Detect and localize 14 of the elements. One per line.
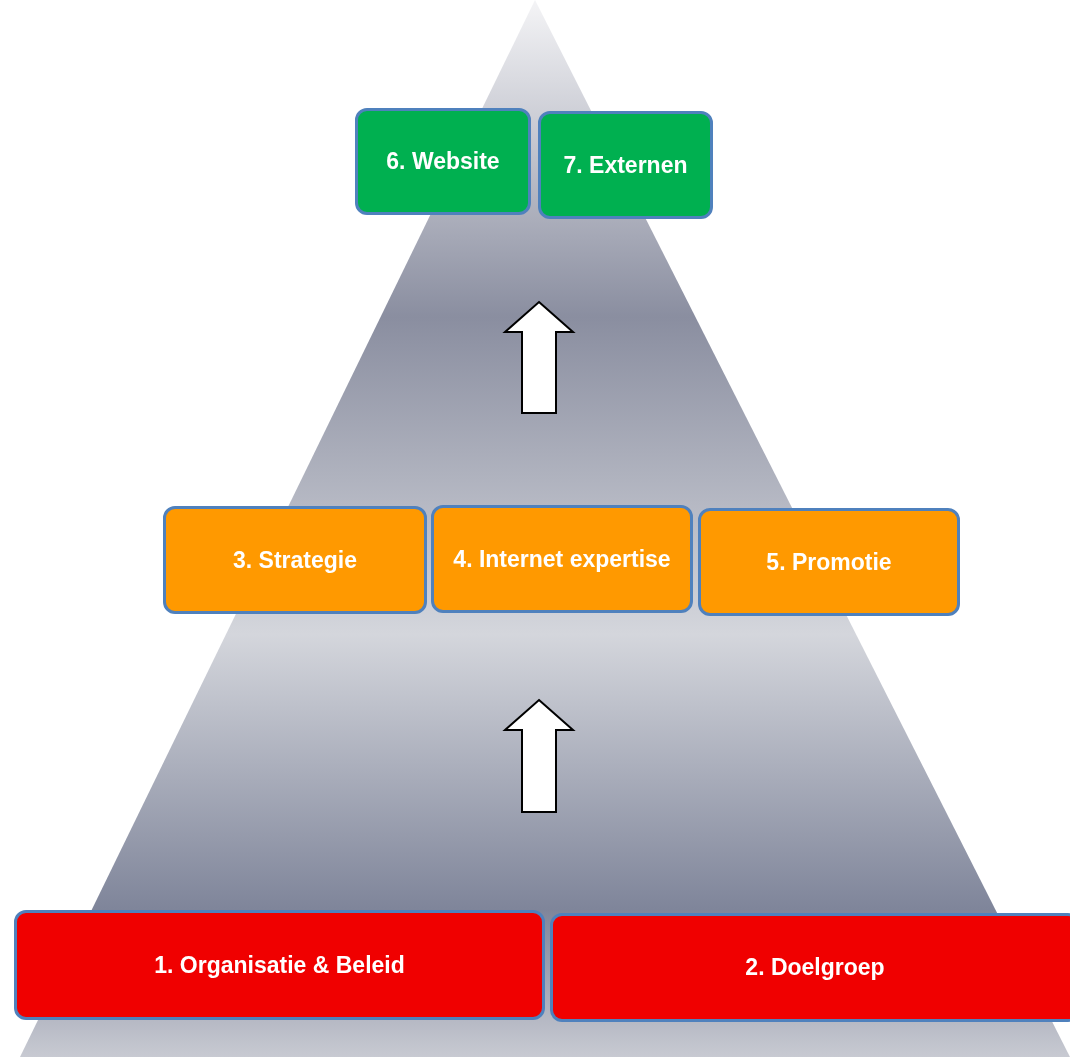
- box-label: 7. Externen: [562, 151, 689, 179]
- box-label: 4. Internet expertise: [452, 545, 672, 573]
- process-box: [431, 505, 693, 613]
- box-label: 2. Doelgroep: [744, 954, 886, 981]
- box-label: 3. Strategie: [232, 546, 358, 574]
- box-label: 6. Website: [385, 148, 501, 175]
- process-box: [14, 910, 545, 1020]
- process-box: [698, 508, 960, 616]
- box-label: 5. Promotie: [765, 548, 893, 576]
- process-box: [538, 111, 713, 219]
- process-box: [550, 913, 1070, 1022]
- box-label: 1. Organisatie & Beleid: [153, 951, 406, 979]
- process-box: [355, 108, 531, 215]
- process-box: [163, 506, 427, 614]
